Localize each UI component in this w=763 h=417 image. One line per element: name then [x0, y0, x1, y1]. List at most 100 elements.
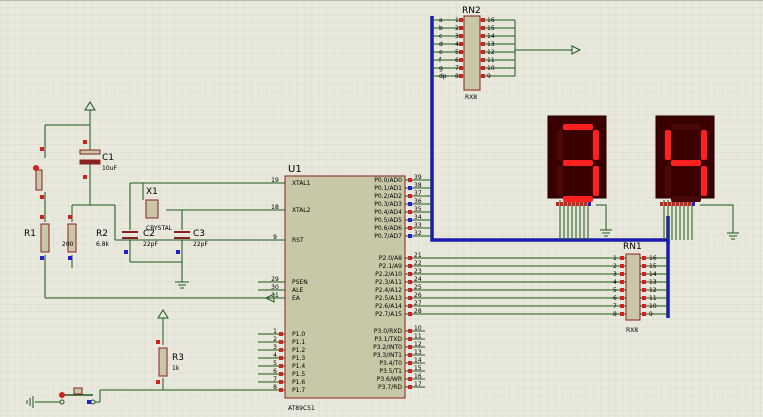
c1-plate-top — [79, 149, 101, 155]
c2-value: 22pF — [143, 241, 158, 248]
u1-pin-name: P2.0/A8 — [379, 255, 402, 262]
u1-pin-name: P1.6 — [292, 379, 305, 386]
rn2-pin-num: 5 — [455, 49, 459, 56]
u1-pin-num: 2 — [273, 336, 277, 343]
rn1-pin-num: 11 — [649, 295, 657, 302]
segment-c — [593, 166, 599, 196]
rn2-net-label: f — [439, 57, 442, 64]
passive-components[interactable] — [33, 140, 190, 405]
c2-ref: C2 — [143, 229, 155, 239]
u1-pin-num: 18 — [271, 204, 279, 211]
segment-g — [671, 160, 701, 166]
u1-pin-name: PSEN — [292, 279, 308, 286]
u1-pin-num: 29 — [271, 276, 279, 283]
x1-value: CRYSTAL — [146, 225, 173, 232]
rn2-pin-num: 3 — [455, 33, 459, 40]
display-pins — [556, 202, 695, 206]
segment-a — [563, 124, 593, 130]
rn2-pin-num: 1 — [455, 17, 459, 24]
reset-switch[interactable] — [35, 169, 43, 191]
u1-pin-num: 9 — [273, 234, 277, 241]
rn1-pin-num: 1 — [613, 255, 617, 262]
segment-d — [671, 196, 701, 202]
u1-pin-name: P3.7/RD — [378, 384, 402, 391]
u1-pin-name: P1.1 — [292, 339, 305, 346]
u1-pin-num: 1 — [273, 328, 277, 335]
u1-pin-num: 37 — [414, 190, 422, 197]
segment-a — [671, 124, 701, 130]
rn1-pin-num: 6 — [613, 295, 617, 302]
segment-b — [701, 130, 707, 160]
u1-pin-name: P0.4/AD4 — [374, 209, 402, 216]
r2-body — [67, 223, 77, 253]
u1-pin-num: 25 — [414, 284, 422, 291]
u1-pin-num: 13 — [414, 349, 422, 356]
push-button[interactable] — [73, 387, 83, 395]
rn2-pin-num: 9 — [487, 73, 491, 80]
u1-pin-num: 11 — [414, 333, 422, 340]
u1-pin-num: 26 — [414, 292, 422, 299]
r1-value: 200 — [62, 241, 74, 248]
u1-pin-name: P0.1/AD1 — [374, 185, 402, 192]
u1-pin-num: 8 — [273, 384, 277, 391]
u1-pin-name: P3.6/WR — [377, 376, 402, 383]
rn2-pin-num: 14 — [487, 33, 495, 40]
u1-pin-num: 5 — [273, 360, 277, 367]
power-symbols — [26, 45, 739, 408]
display-1[interactable] — [547, 115, 607, 202]
u1-pin-num: 3 — [273, 344, 277, 351]
u1-pin-num: 32 — [414, 230, 422, 237]
u1-pin-name: P1.0 — [292, 331, 305, 338]
segment-g — [563, 160, 593, 166]
u1-pin-name: P3.4/T0 — [379, 360, 402, 367]
u1-pin-name: RST — [292, 237, 304, 244]
rn2-part: RX8 — [465, 94, 477, 101]
rn2-net-label: b — [439, 25, 443, 32]
u1-pin-name: P3.2/INT0 — [373, 344, 402, 351]
u1-pin-name: XTAL2 — [292, 207, 311, 214]
rn1-pin-num: 10 — [649, 303, 657, 310]
rn2-pin-num: 12 — [487, 49, 495, 56]
rn2-net-label: g — [439, 65, 443, 72]
u1-pin-name: ALE — [292, 287, 303, 294]
r2-ref: R2 — [96, 229, 108, 239]
u1-pin-name: P3.5/T1 — [379, 368, 402, 375]
rn2-ref: RN2 — [462, 6, 481, 16]
u1-pin-name: P3.0/RXD — [374, 328, 402, 335]
u1-pin-name: P2.7/A15 — [375, 311, 402, 318]
wires — [35, 19, 734, 403]
rn2-pin-num: 8 — [455, 73, 459, 80]
segment-f — [665, 130, 671, 160]
rn2-pin-num: 4 — [455, 41, 459, 48]
u1-pin-num: 28 — [414, 308, 422, 315]
u1-pin-num: 16 — [414, 373, 422, 380]
rn1-pin-num: 9 — [649, 311, 653, 318]
u1-pin-num: 21 — [414, 252, 422, 259]
u1-pin-num: 23 — [414, 268, 422, 275]
rn2-net-label: dp — [439, 73, 447, 80]
u1-pin-name: P0.0/AD0 — [374, 177, 402, 184]
rn2-net-label: c — [439, 33, 442, 40]
rn1-pin-num: 8 — [613, 311, 617, 318]
u1-pin-num: 33 — [414, 222, 422, 229]
u1-pin-name: P1.7 — [292, 387, 305, 394]
segment-f — [557, 130, 563, 160]
rn2-body — [463, 15, 481, 91]
u1-pin-num: 24 — [414, 276, 422, 283]
display-2[interactable] — [655, 115, 715, 202]
u1-pin-name: P2.2/A10 — [375, 271, 402, 278]
segment-e — [665, 166, 671, 196]
u1-pin-num: 27 — [414, 300, 422, 307]
u1-pin-num: 35 — [414, 206, 422, 213]
rn1-pin-num: 3 — [613, 271, 617, 278]
rn2-net-label: d — [439, 41, 443, 48]
u1-body — [284, 175, 406, 399]
rn1-ref: RN1 — [623, 242, 642, 252]
